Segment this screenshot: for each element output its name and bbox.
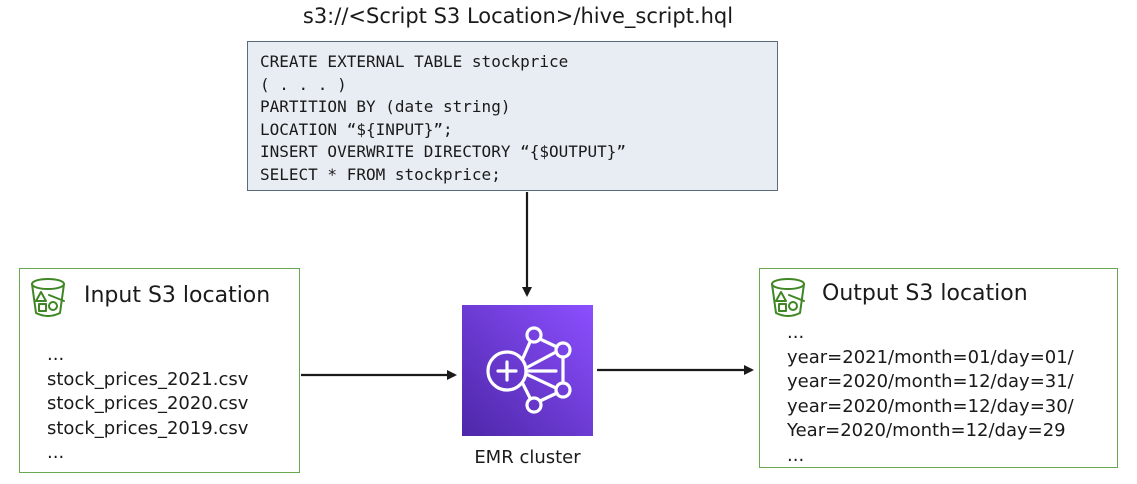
output-file-list: ... year=2021/month=01/day=01/ year=2020… bbox=[787, 321, 1074, 468]
list-item: year=2020/month=12/day=31/ bbox=[787, 371, 1074, 392]
list-item: Year=2020/month=12/day=29 bbox=[787, 420, 1066, 441]
code-line: CREATE EXTERNAL TABLE stockprice bbox=[260, 52, 569, 71]
input-s3-box: Input S3 location ... stock_prices_2021.… bbox=[19, 268, 300, 473]
list-item: stock_prices_2019.csv bbox=[47, 417, 249, 439]
code-line: INSERT OVERWRITE DIRECTORY “{$OUTPUT}” bbox=[260, 142, 627, 161]
list-item: year=2020/month=12/day=30/ bbox=[787, 395, 1074, 417]
list-item: ... bbox=[47, 344, 65, 365]
list-item: stock_prices_2020.csv bbox=[47, 393, 249, 414]
hive-script-code-box: CREATE EXTERNAL TABLE stockprice ( . . .… bbox=[247, 41, 778, 191]
code-line: ( . . . ) bbox=[260, 74, 347, 94]
s3-bucket-icon bbox=[31, 278, 65, 317]
list-item: ... bbox=[47, 442, 65, 463]
code-line: LOCATION “${INPUT}”; bbox=[260, 119, 453, 139]
code-line: PARTITION BY (date string) bbox=[260, 97, 511, 116]
input-file-list: ... stock_prices_2021.csv stock_prices_2… bbox=[47, 343, 248, 466]
script-location-title: s3://<Script S3 Location>/hive_script.hq… bbox=[302, 4, 734, 28]
emr-cluster-tile bbox=[462, 305, 593, 436]
emr-cluster-label: EMR cluster bbox=[474, 447, 581, 468]
s3-bucket-icon bbox=[771, 278, 805, 317]
output-s3-title: Output S3 location bbox=[822, 281, 1028, 306]
emr-icon bbox=[486, 326, 572, 414]
list-item: stock_prices_2021.csv bbox=[47, 368, 249, 390]
list-item: ... bbox=[787, 322, 805, 343]
list-item: ... bbox=[787, 444, 805, 466]
code-line: SELECT * FROM stockprice; bbox=[260, 164, 501, 184]
output-s3-box: Output S3 location ... year=2021/month=0… bbox=[759, 268, 1118, 468]
list-item: year=2021/month=01/day=01/ bbox=[787, 346, 1074, 368]
input-s3-title: Input S3 location bbox=[84, 283, 271, 308]
